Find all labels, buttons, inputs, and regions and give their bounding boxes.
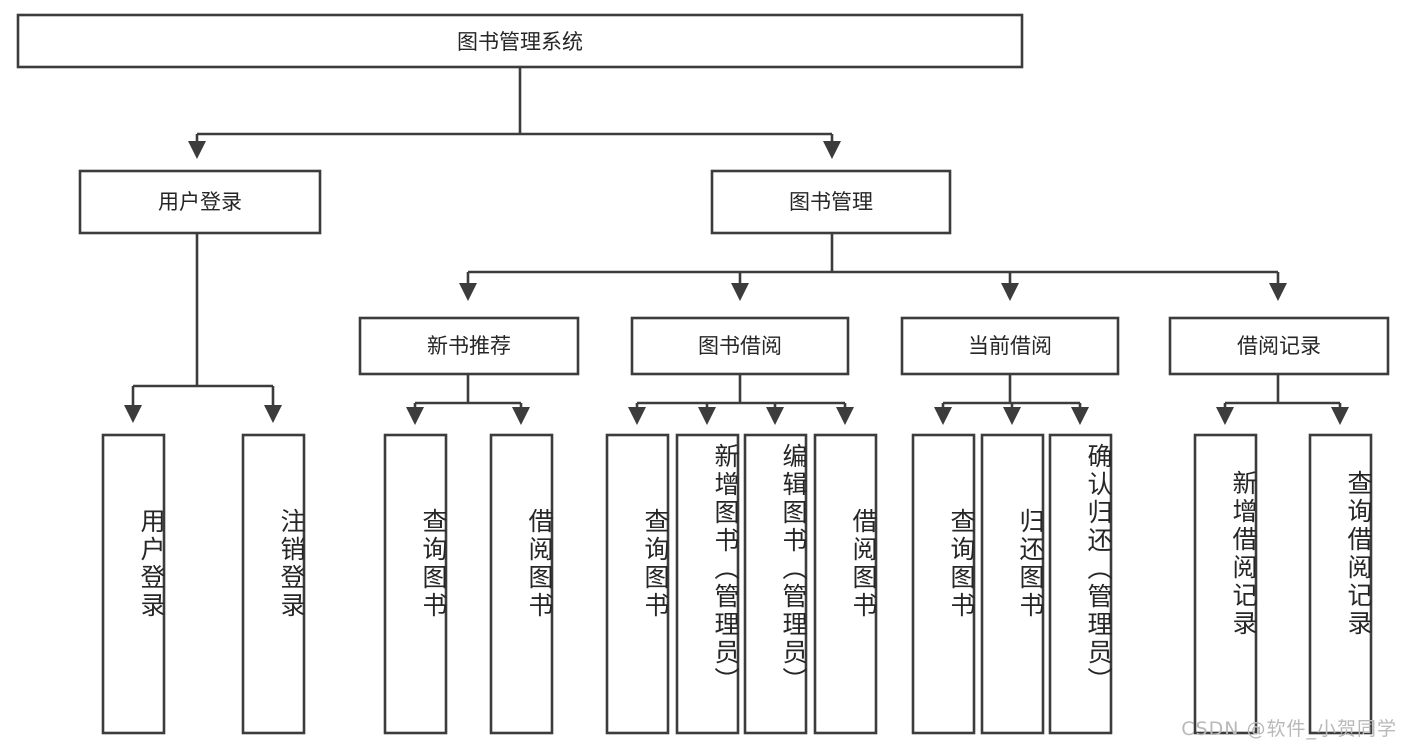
leaf-box-add-book-admin[interactable] [675, 433, 740, 735]
node-root-label: 图书管理系统 [457, 30, 583, 54]
node-book-management-label: 图书管理 [789, 190, 873, 214]
edges-current-to-leaves [933, 374, 1090, 426]
leaf-box-query-book-2[interactable] [605, 433, 670, 735]
node-new-book-recommend[interactable]: 新书推荐 [358, 316, 580, 376]
leaf-box-query-book-1[interactable] [383, 433, 448, 735]
leaf-box-return-book[interactable] [980, 433, 1045, 735]
edges-bookmgmt-to-level3 [458, 233, 1288, 302]
node-borrow-record-label: 借阅记录 [1237, 334, 1321, 358]
node-current-borrow[interactable]: 当前借阅 [900, 316, 1120, 376]
leaf-box-edit-book-admin[interactable] [743, 433, 808, 735]
node-book-borrow[interactable]: 图书借阅 [630, 316, 850, 376]
edges-record-to-leaves [1215, 374, 1350, 426]
leaf-box-add-record[interactable] [1193, 433, 1258, 735]
node-borrow-record[interactable]: 借阅记录 [1168, 316, 1390, 376]
node-root[interactable]: 图书管理系统 [16, 13, 1024, 69]
leaf-box-query-book-3[interactable] [911, 433, 976, 735]
leaf-boxes [101, 433, 1373, 735]
node-new-book-recommend-label: 新书推荐 [427, 334, 511, 358]
edges-newbook-to-leaves [405, 374, 531, 426]
node-current-borrow-label: 当前借阅 [968, 334, 1052, 358]
leaf-box-borrow-book-2[interactable] [813, 433, 878, 735]
node-user-login[interactable]: 用户登录 [78, 169, 322, 235]
edges-userlogin-to-leaves [123, 233, 283, 424]
edges-borrow-to-leaves [627, 374, 855, 426]
node-book-borrow-label: 图书借阅 [698, 334, 782, 358]
edges-root-to-level2 [187, 67, 842, 160]
leaf-box-borrow-book-1[interactable] [489, 433, 554, 735]
leaf-box-confirm-return[interactable] [1048, 433, 1113, 735]
node-book-management[interactable]: 图书管理 [710, 169, 952, 235]
leaf-box-logout[interactable] [241, 433, 306, 735]
node-user-login-label: 用户登录 [158, 190, 242, 214]
watermark-text: CSDN @软件_小贺同学 [1181, 718, 1397, 740]
leaf-box-query-record[interactable] [1308, 433, 1373, 735]
leaf-box-user-login[interactable] [101, 433, 166, 735]
